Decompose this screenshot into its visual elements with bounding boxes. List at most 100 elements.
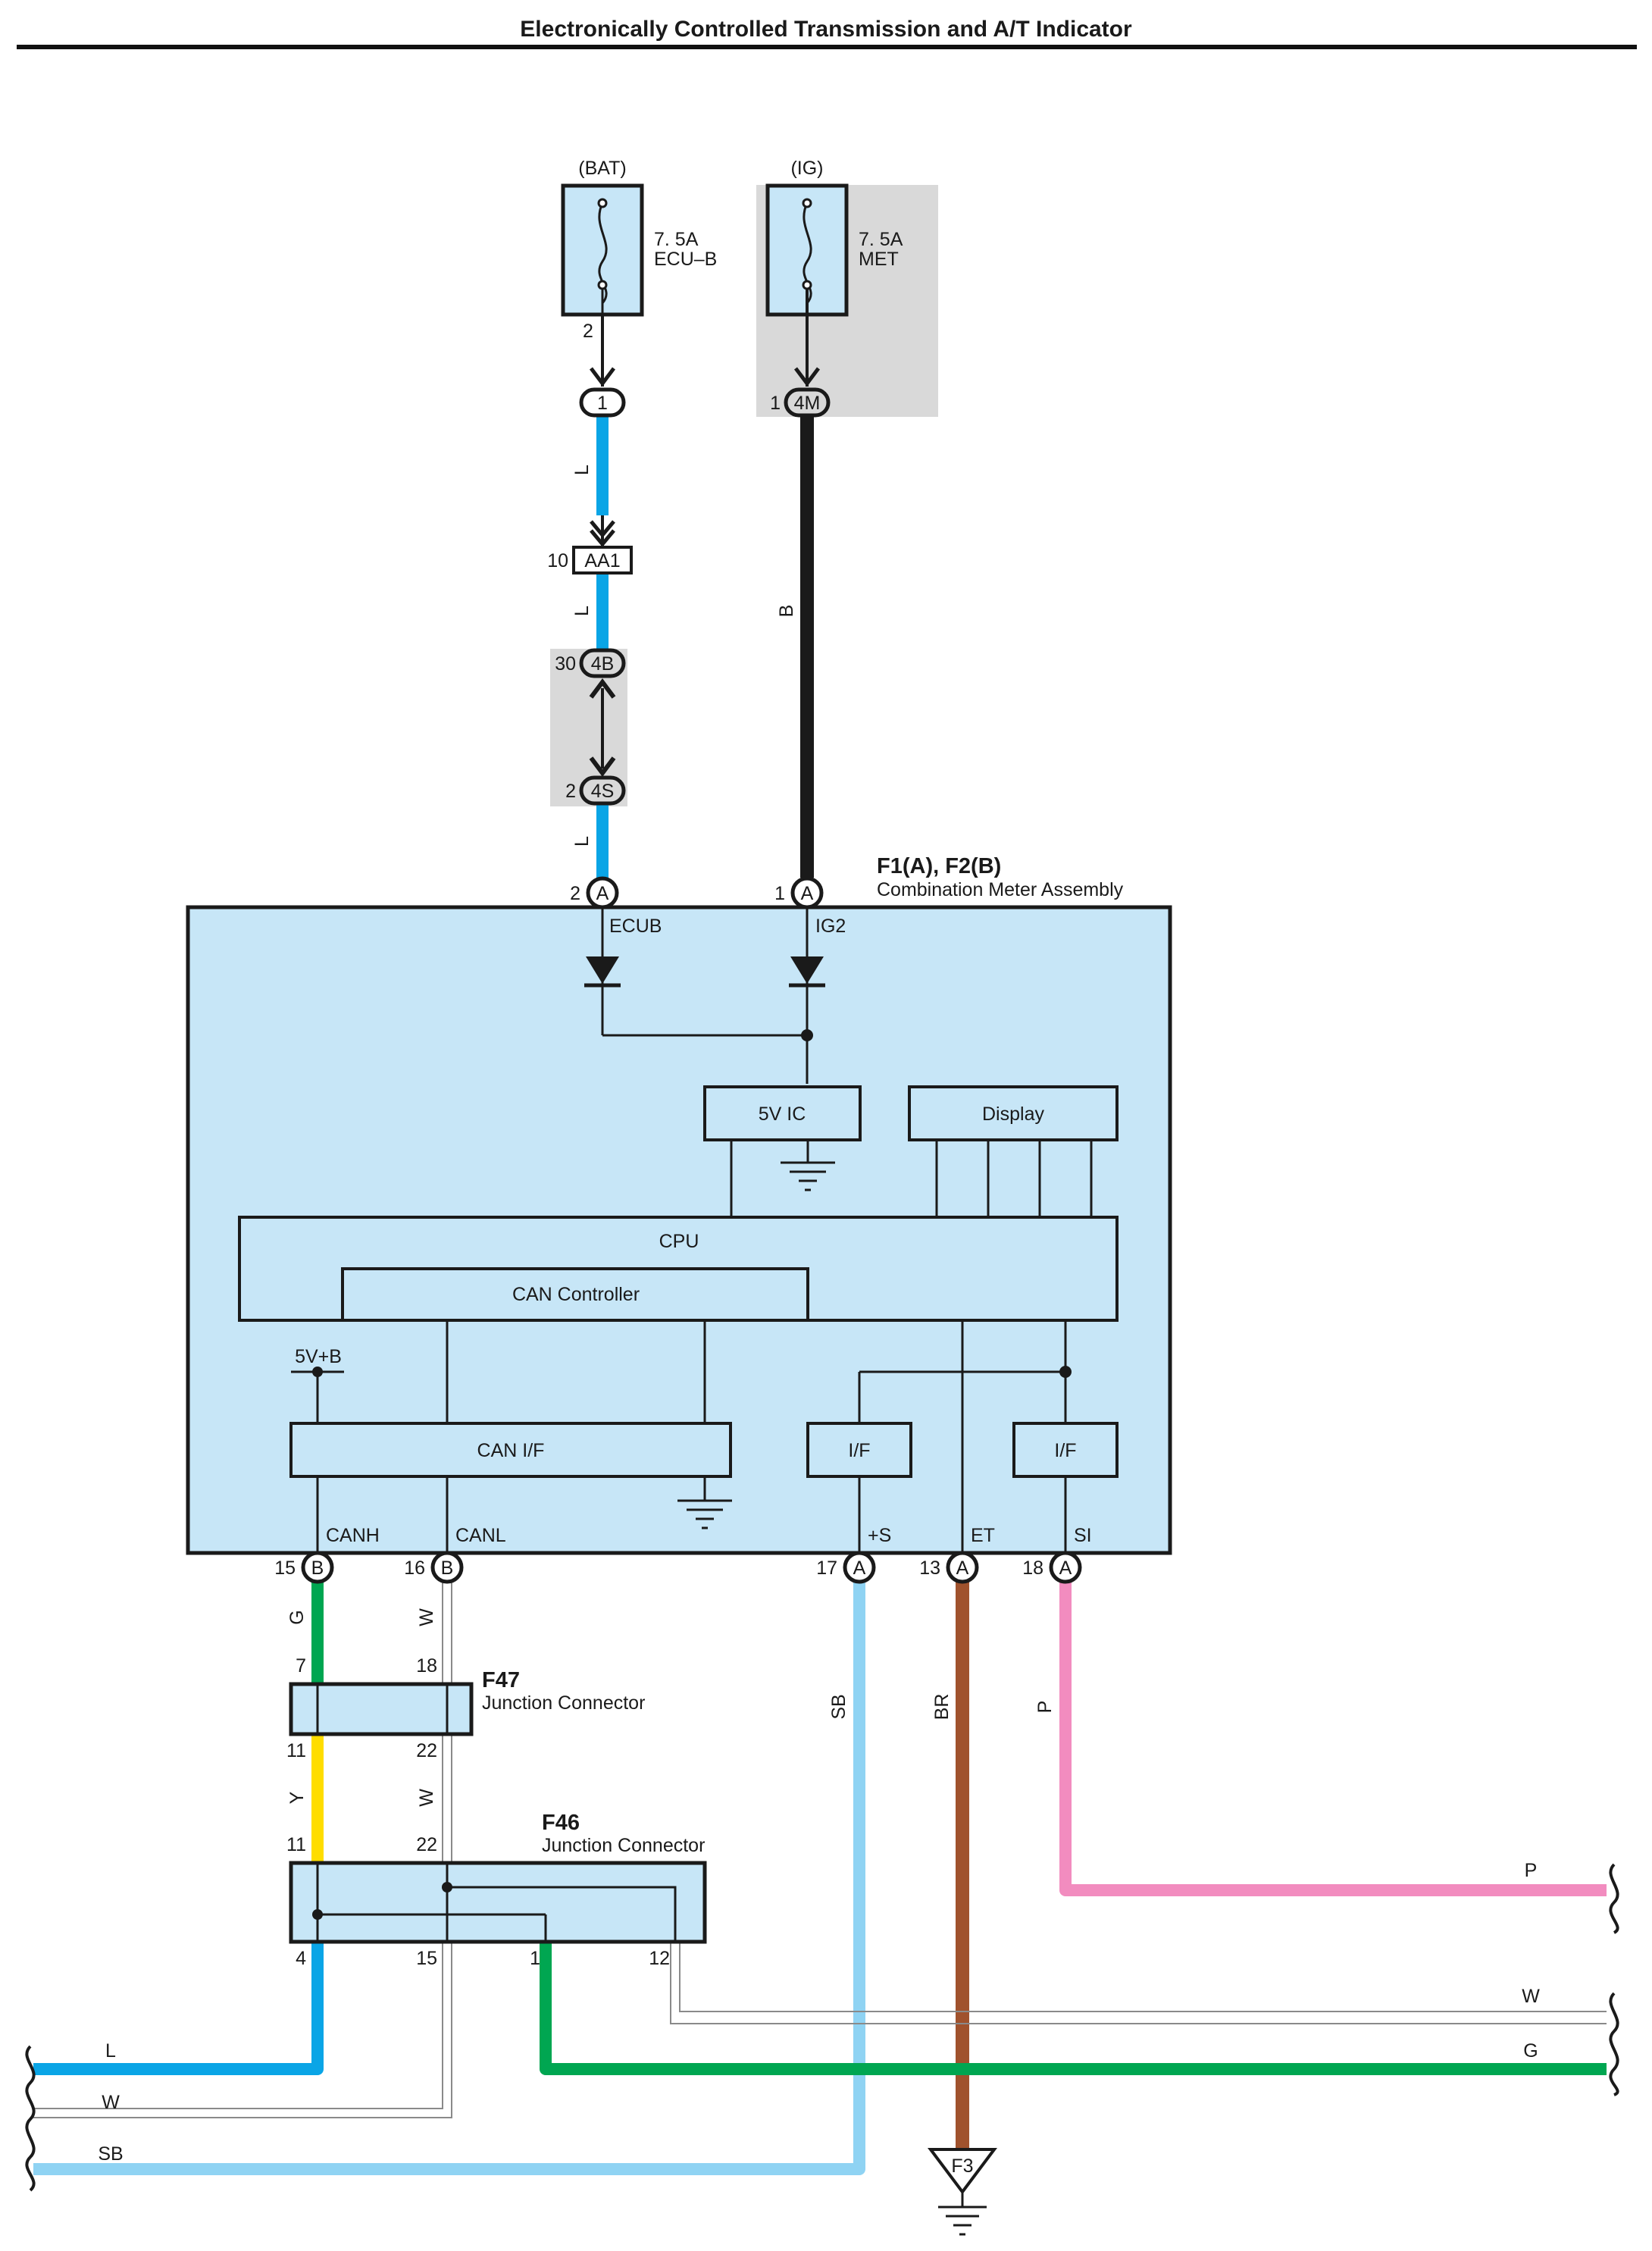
- connector-4m[interactable]: [784, 387, 831, 418]
- connector-4b-label: 4B: [591, 653, 615, 675]
- f46-internal: [316, 1863, 677, 1942]
- meter-name: Combination Meter Assembly: [877, 879, 1124, 900]
- block-5v-ic: [703, 1085, 862, 1141]
- connector-4b[interactable]: [579, 648, 626, 678]
- meter-pin-et[interactable]: [946, 1551, 979, 1584]
- fuse-ig-source: (IG): [790, 158, 823, 179]
- fuse-ig-name: MET: [859, 249, 899, 270]
- signal-canl: CANL: [455, 1525, 506, 1546]
- f46-pin-top-2: 22: [416, 1834, 437, 1855]
- wire-label-w-left: W: [102, 2092, 120, 2113]
- wire-label-l: L: [571, 606, 593, 616]
- meter-pin-ig2-conn: A: [801, 883, 814, 904]
- wire-label-l: L: [571, 836, 593, 847]
- wire-label-g: G: [286, 1610, 308, 1624]
- connector-4m-pin: 1: [770, 393, 781, 414]
- meter-bottom-pins: B 15 B 16 A 17 A 13 A 18: [274, 1551, 1082, 1584]
- connector-1[interactable]: [579, 387, 626, 418]
- f47-pin-top-1: 7: [296, 1655, 306, 1677]
- f46-dot-1: [312, 1909, 323, 1920]
- block-can-if-label: CAN I/F: [477, 1440, 545, 1461]
- fuse-bat-terminal: [597, 280, 608, 290]
- meter-pin-canl[interactable]: [430, 1551, 464, 1584]
- splice-arrow-up: [589, 678, 616, 699]
- f47-pin-bottom-1: 11: [286, 1740, 306, 1761]
- aa1-arrow: [590, 520, 615, 547]
- meter-ref: F1(A), F2(B): [877, 854, 1001, 878]
- wire-l-out: [33, 1942, 324, 2075]
- wire-label-l-left: L: [105, 2040, 116, 2062]
- f47-pin-bottom-2: 22: [416, 1740, 437, 1761]
- ig-arrow: [794, 367, 820, 387]
- signal-plus-s: +S: [868, 1525, 891, 1546]
- ground-icon: [781, 1161, 835, 1191]
- bat-arrow: [590, 367, 615, 387]
- meter-pin-canh-num: 15: [274, 1558, 296, 1579]
- junction-connector-f46[interactable]: [289, 1861, 707, 1944]
- block-5v-ic-label: 5V IC: [759, 1104, 806, 1125]
- f47-name: Junction Connector: [482, 1692, 645, 1714]
- f46-pin-bottom-3: 1: [530, 1948, 540, 1969]
- splice-arrow-down: [589, 756, 616, 777]
- block-cpu-label: CPU: [659, 1231, 699, 1252]
- wire-label-w: W: [416, 1608, 437, 1626]
- diagram-title: Electronically Controlled Transmission a…: [520, 17, 1132, 42]
- block-can-controller-label: CAN Controller: [512, 1284, 640, 1305]
- display-bus: [935, 1140, 1093, 1217]
- if-junction-dot: [1059, 1366, 1072, 1378]
- f46-pin-top-1: 11: [286, 1834, 306, 1855]
- meter-pin-si[interactable]: [1049, 1551, 1082, 1584]
- meter-pin-plus-s[interactable]: [843, 1551, 876, 1584]
- meter-pin-si-conn: A: [1059, 1558, 1072, 1579]
- fuse-bat-element: [598, 202, 608, 304]
- f46-ref: F46: [542, 1811, 580, 1835]
- f46-name: Junction Connector: [542, 1835, 705, 1856]
- wire-label-sb: SB: [828, 1694, 849, 1719]
- connector-aa1[interactable]: [572, 546, 633, 574]
- junction-connector-f47[interactable]: [289, 1682, 474, 1736]
- meter-pin-plus-s-num: 17: [816, 1558, 837, 1579]
- fuse-bat-name: ECU–B: [654, 249, 717, 270]
- wire-label-p: P: [1034, 1701, 1056, 1714]
- fuse-ig-element: [803, 202, 812, 304]
- wire-w-out: [670, 1942, 1607, 2024]
- connector-4s-pin: 2: [565, 781, 576, 802]
- meter-pin-canl-conn: B: [441, 1558, 454, 1579]
- signal-canh: CANH: [326, 1525, 380, 1546]
- wire-g-out: [540, 1942, 1607, 2075]
- fuse-bat-terminal: [597, 198, 608, 208]
- ground-f3[interactable]: [928, 2148, 997, 2195]
- block-can-if: [289, 1422, 732, 1478]
- vb-label: 5V+B: [295, 1346, 342, 1367]
- ground-f3-label: F3: [951, 2156, 973, 2177]
- meter-pin-plus-s-conn: A: [853, 1558, 866, 1579]
- fuse-ig-terminal: [802, 280, 812, 290]
- block-display: [908, 1085, 1119, 1141]
- signal-ecub: ECUB: [609, 916, 662, 937]
- break-mark-icon: [25, 2045, 36, 2192]
- block-can-controller: [341, 1267, 809, 1322]
- break-mark-icon: [1609, 1863, 1619, 2096]
- connector-4b-pin: 30: [555, 653, 576, 675]
- wire-label-w-right: W: [1522, 1986, 1540, 2007]
- f46-pin-bottom-1: 4: [296, 1948, 306, 1969]
- fuse-ig-rating: 7. 5A: [859, 229, 903, 250]
- wire-w-canl: [33, 1581, 452, 2118]
- connector-4s[interactable]: [579, 775, 626, 806]
- wire-label-y: Y: [286, 1791, 308, 1804]
- wire-label-sb-left: SB: [98, 2143, 123, 2165]
- fuse-ig-terminal: [802, 198, 812, 208]
- meter-pin-et-num: 13: [919, 1558, 940, 1579]
- wire-sb: [33, 1581, 865, 2175]
- wire-p: [1059, 1581, 1607, 1896]
- meter-pin-canh-conn: B: [311, 1558, 324, 1579]
- wire-label-w: W: [416, 1789, 437, 1807]
- junction-dot: [801, 1029, 813, 1041]
- signal-ig2: IG2: [815, 916, 846, 937]
- wire-label-p-right: P: [1525, 1860, 1538, 1881]
- signal-et: ET: [971, 1525, 995, 1546]
- fuse-bat-rating: 7. 5A: [654, 229, 699, 250]
- connector-1-label: 1: [597, 393, 608, 414]
- meter-pin-canh[interactable]: [301, 1551, 334, 1584]
